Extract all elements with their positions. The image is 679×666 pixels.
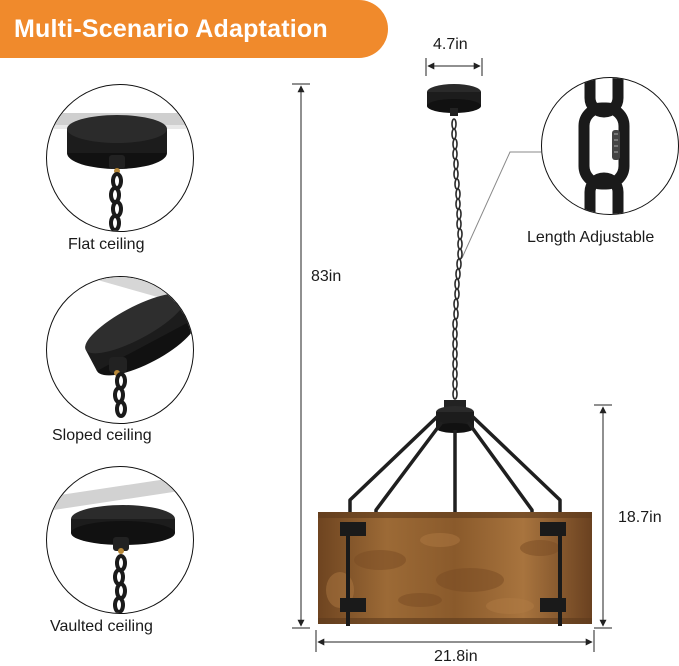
total-height-label: 83in [311,268,342,285]
canopy-width-label: 4.7in [433,36,468,53]
title-banner: Multi-Scenario Adaptation [0,0,388,58]
vaulted-ceiling-label: Vaulted ceiling [50,618,153,635]
shade-height-label: 18.7in [618,509,662,526]
vaulted-ceiling-mount-icon [46,466,194,614]
chain-carabiner-icon [541,77,679,215]
sloped-ceiling-mount-icon [46,276,194,424]
shade-width-label: 21.8in [434,648,478,665]
banner-title: Multi-Scenario Adaptation [14,14,328,43]
length-adjustable-label: Length Adjustable [527,229,655,246]
flat-ceiling-mount-icon [46,84,194,232]
sloped-ceiling-label: Sloped ceiling [52,427,152,444]
flat-ceiling-label: Flat ceiling [68,236,145,253]
